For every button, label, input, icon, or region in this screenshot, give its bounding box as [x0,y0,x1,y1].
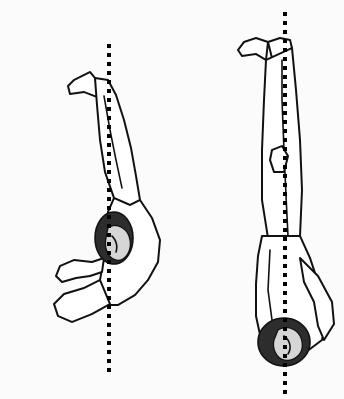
right-figure-feet [238,38,268,60]
left-figure-lower-arm [54,280,110,322]
left-figure-arm [56,258,104,282]
left-figure-legs [95,78,140,205]
left-figure-feet [68,72,97,97]
right-figure-face [273,328,302,361]
